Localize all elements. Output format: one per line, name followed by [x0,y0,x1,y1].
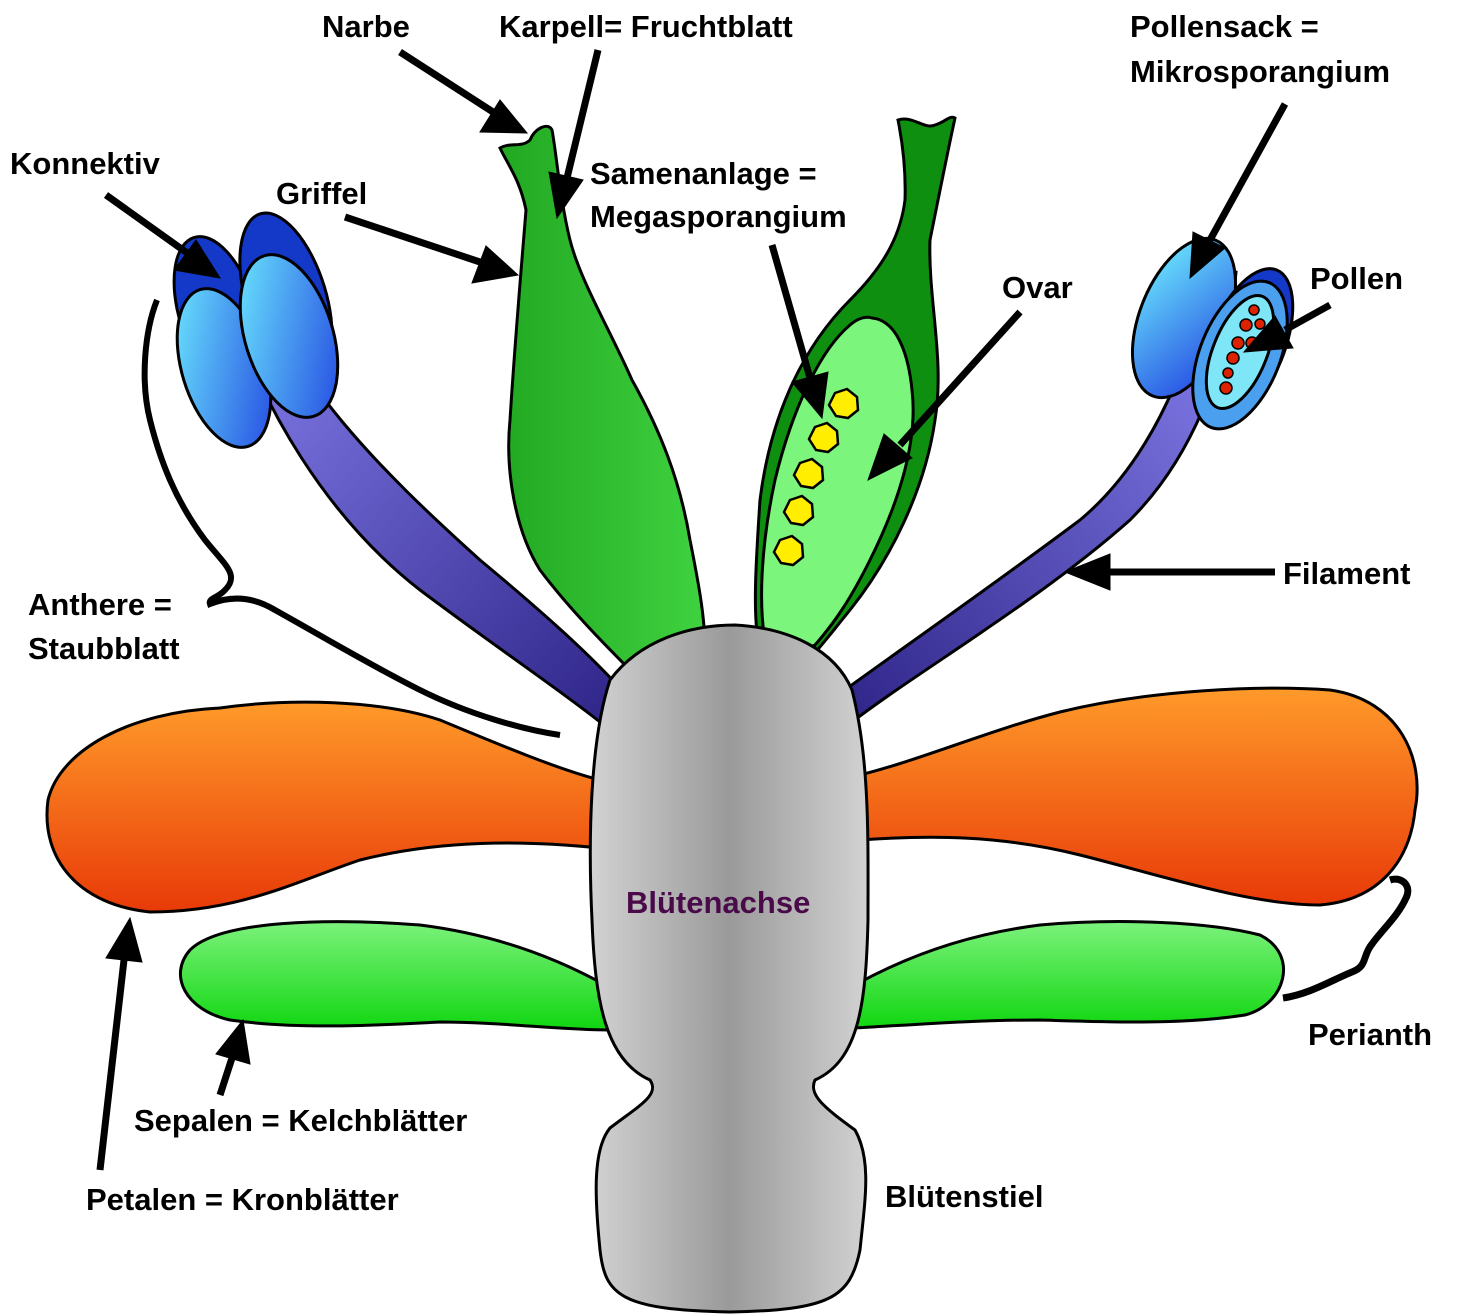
griffel-arrow [345,217,518,283]
label-bluetenachse: Blütenachse [626,885,810,920]
sepalen-arrow [216,1020,250,1095]
left-sepal [180,922,610,1030]
label-petalen: Petalen = Kronblätter [86,1182,399,1217]
label-konnektiv: Konnektiv [10,146,161,181]
right-sepal [855,922,1284,1028]
label-pollensack: Pollensack = [1130,9,1319,44]
label-samenanlage: Samenanlage = [590,156,817,191]
karpell-arrow [549,50,598,218]
label-ovar: Ovar [1002,270,1073,305]
label-staubblatt: Staubblatt [28,631,180,666]
label-bluetenstiel: Blütenstiel [885,1179,1043,1214]
narbe-arrow [400,52,527,133]
label-anthere: Anthere = [28,587,172,622]
right-petal [860,688,1417,905]
label-megasporangium: Megasporangium [590,199,847,234]
label-pollen: Pollen [1310,261,1403,296]
samenanlage-arrow [772,245,828,418]
label-perianth: Perianth [1308,1017,1432,1052]
label-filament: Filament [1283,556,1410,591]
filament-arrow [1065,554,1275,590]
label-griffel: Griffel [276,176,367,211]
receptacle [590,625,868,1312]
label-mikrosporangium: Mikrosporangium [1130,54,1390,89]
ovary [762,317,914,650]
label-karpell: Karpell= Fruchtblatt [499,9,793,44]
pollensack-arrow [1190,104,1285,278]
label-sepalen: Sepalen = Kelchblätter [134,1103,467,1138]
label-narbe: Narbe [322,9,410,44]
left-petal [47,702,600,912]
